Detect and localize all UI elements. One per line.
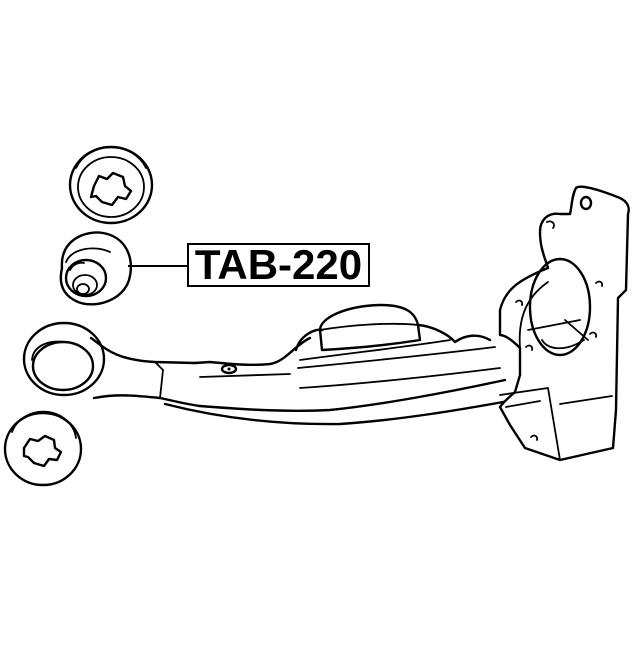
arm-bushing-icon: [59, 231, 132, 306]
lower-control-arm-icon: [22, 303, 527, 426]
bushing-top-icon: [68, 145, 154, 225]
part-number-text: TAB-220: [194, 241, 363, 288]
bushing-bottom-icon: [3, 410, 83, 487]
steering-knuckle-icon: [498, 185, 630, 462]
part-number-callout: TAB-220: [187, 243, 370, 287]
